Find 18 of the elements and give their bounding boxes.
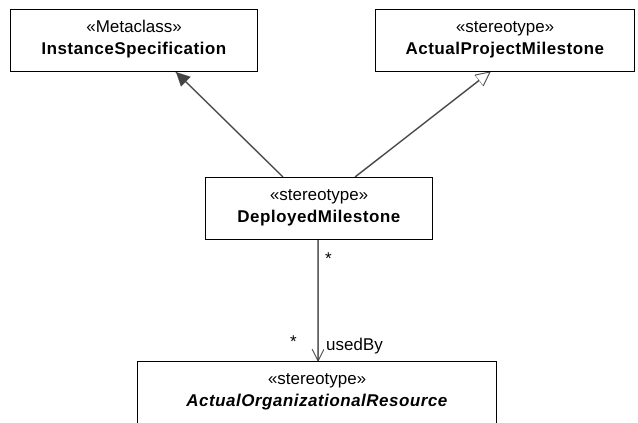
stereotype-label: «stereotype» — [456, 16, 554, 38]
class-box — [10, 9, 258, 72]
role-name: usedBy — [326, 335, 383, 355]
arrow — [175, 71, 284, 178]
stereotype-label: «Metaclass» — [86, 16, 182, 38]
stereotype-label: «stereotype» — [268, 368, 366, 390]
multiplicity: * — [290, 332, 297, 352]
class-box — [205, 177, 433, 240]
class-name: ActualProjectMilestone — [406, 38, 604, 60]
class-name: ActualOrganizationalResource — [186, 390, 448, 412]
arrow — [312, 240, 325, 362]
class-box — [137, 361, 497, 423]
arrow — [354, 71, 490, 178]
class-name: DeployedMilestone — [237, 206, 401, 228]
class-name: InstanceSpecification — [41, 38, 227, 60]
multiplicity: * — [325, 249, 332, 269]
class-box — [375, 9, 635, 72]
stereotype-label: «stereotype» — [270, 184, 368, 206]
